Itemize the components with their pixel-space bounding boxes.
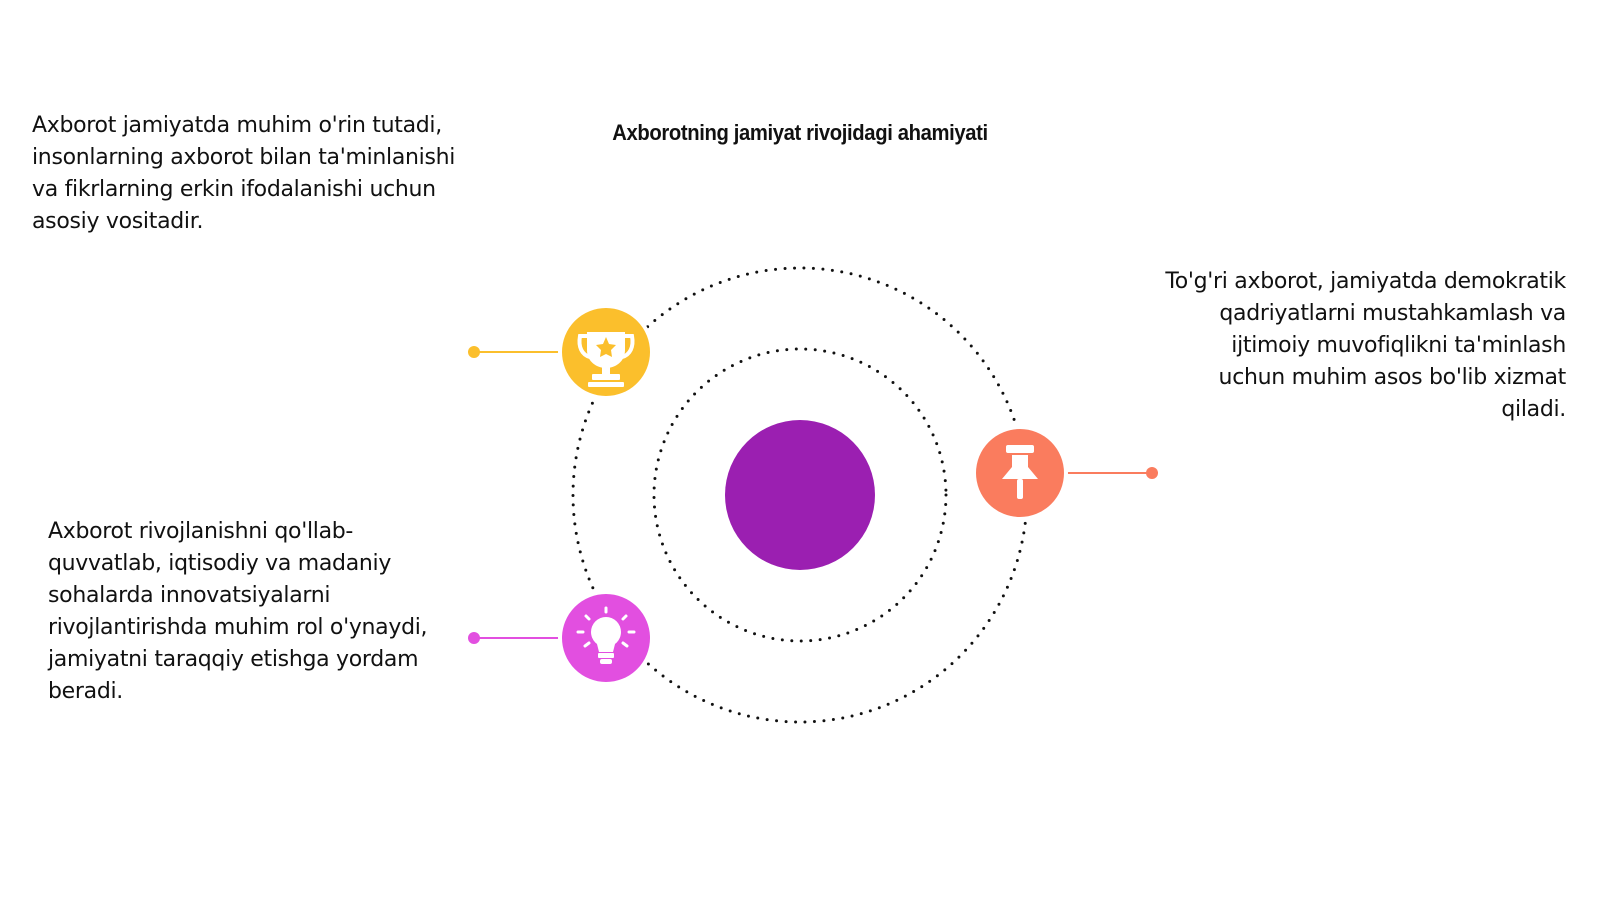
lightbulb-icon xyxy=(576,606,636,664)
connector-pushpin xyxy=(1062,467,1158,479)
connector-lightbulb xyxy=(468,632,560,644)
inner-orbit xyxy=(652,347,948,643)
text-block-trophy: Axborot jamiyatda muhim o'rin tutadi, in… xyxy=(32,113,456,234)
node-trophy xyxy=(558,304,654,400)
node-lightbulb xyxy=(558,590,654,686)
text-block-lightbulb: Axborot rivojlanishni qo'llab-quvvatlab,… xyxy=(48,519,428,704)
diagram-title: Axborotning jamiyat rivojidagi ahamiyati xyxy=(612,120,988,145)
pushpin-icon xyxy=(1002,445,1038,499)
trophy-icon xyxy=(577,332,635,387)
center-circle xyxy=(725,420,875,570)
text-block-pushpin: To'g'ri axborot, jamiyatda demokratik qa… xyxy=(1165,269,1566,422)
connector-trophy xyxy=(468,346,560,358)
node-pushpin xyxy=(972,425,1068,521)
